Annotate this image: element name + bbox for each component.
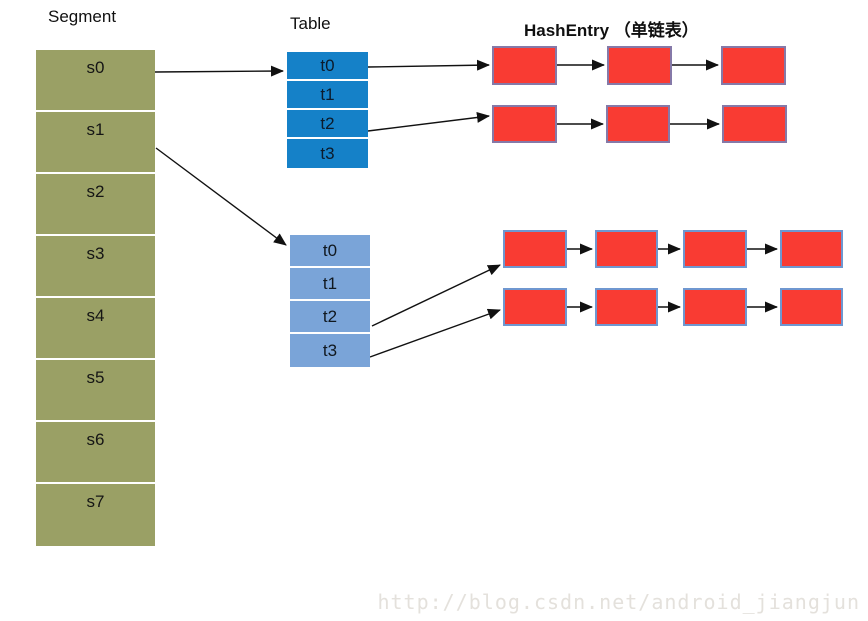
hashentry-node: [492, 46, 557, 85]
segment-cell-s5: s5: [36, 360, 155, 422]
arrow-t2-to-list2: [367, 112, 490, 132]
segment-cell-s4: s4: [36, 298, 155, 360]
segment-cell-s7: s7: [36, 484, 155, 546]
table-2: t0 t1 t2 t3: [290, 235, 370, 367]
arrow-s1-to-table2: [155, 147, 287, 246]
hashentry-node: [492, 105, 557, 143]
table1-cell-t3: t3: [287, 139, 368, 168]
segment-title: Segment: [48, 7, 117, 26]
hashentry-node: [503, 230, 567, 268]
hashentry-node: [606, 105, 670, 143]
segment-cell-s0: s0: [36, 50, 155, 112]
table2-cell-t0: t0: [290, 235, 370, 268]
table1-cell-t1: t1: [287, 81, 368, 110]
arrow-t2b-to-list3: [371, 264, 501, 327]
hashentry-node: [607, 46, 672, 85]
table-title: Table: [290, 14, 331, 33]
hashentry-node: [503, 288, 567, 326]
hashentry-node: [721, 46, 786, 85]
hashentry-node: [595, 288, 658, 326]
hashentry-node: [780, 288, 843, 326]
segment-column: s0 s1 s2 s3 s4 s5 s6 s7: [36, 50, 155, 546]
table-1: t0 t1 t2 t3: [287, 52, 368, 168]
arrow-t0-to-list1: [367, 59, 490, 71]
segment-cell-s2: s2: [36, 174, 155, 236]
watermark-url: http://blog.csdn.net/android_jiangjun: [377, 590, 860, 614]
hashentry-title: HashEntry （单链表）: [524, 21, 699, 40]
segment-cell-s6: s6: [36, 422, 155, 484]
hashentry-node: [780, 230, 843, 268]
table1-cell-t2: t2: [287, 110, 368, 139]
hashentry-node: [683, 288, 747, 326]
hashentry-node: [683, 230, 747, 268]
table1-cell-t0: t0: [287, 52, 368, 81]
segment-cell-s1: s1: [36, 112, 155, 174]
hashentry-node: [595, 230, 658, 268]
table2-cell-t3: t3: [290, 334, 370, 367]
arrow-t3b-to-list4: [369, 308, 501, 358]
table2-cell-t1: t1: [290, 268, 370, 301]
arrow-s0-to-table1: [154, 65, 284, 77]
segment-cell-s3: s3: [36, 236, 155, 298]
table2-cell-t2: t2: [290, 301, 370, 334]
hashentry-node: [722, 105, 787, 143]
